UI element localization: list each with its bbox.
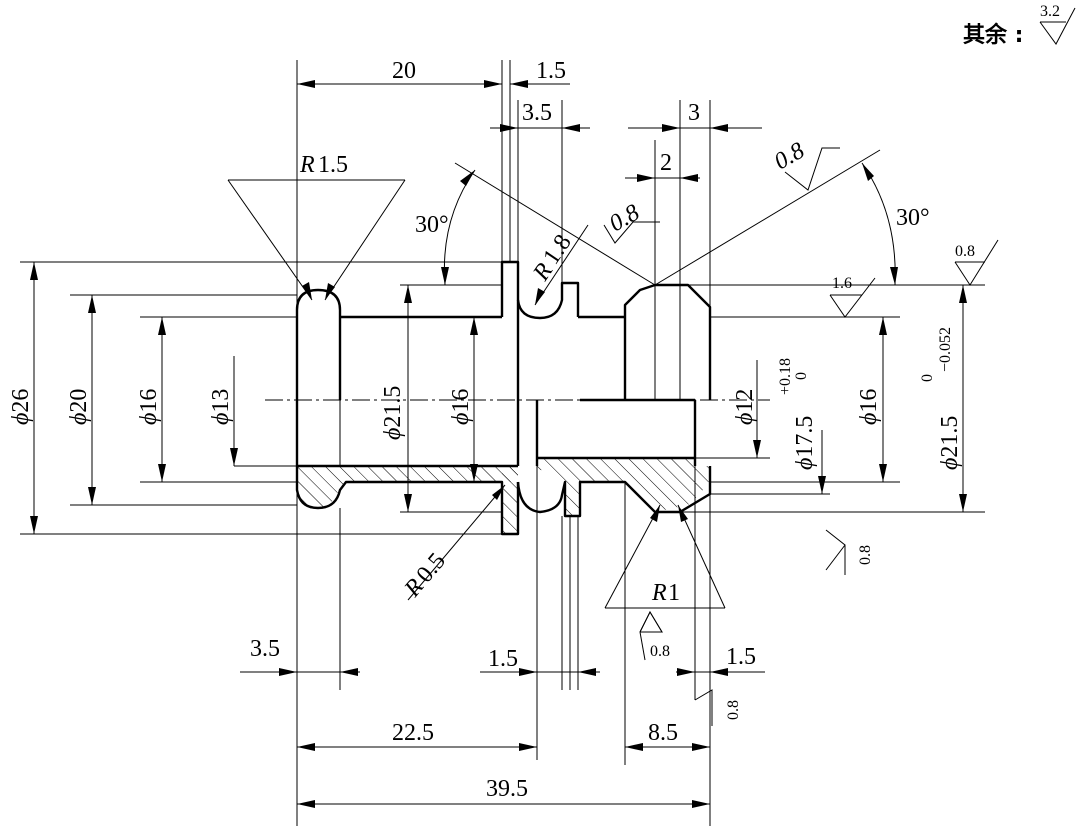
dim-dia-16-right-label: 16 bbox=[856, 389, 882, 413]
svg-text:ϕ21.5: ϕ21.5 bbox=[380, 386, 406, 440]
angle-right: 30° bbox=[654, 149, 930, 286]
dim-1-5-bottom-right-label: 1.5 bbox=[726, 644, 756, 670]
svg-text:0.8: 0.8 bbox=[605, 200, 644, 238]
roughness-face-bottom-right: 0.8 bbox=[694, 689, 742, 726]
dim-3-5-bottom-label: 3.5 bbox=[250, 636, 280, 662]
dim-20: 20 bbox=[297, 58, 502, 88]
svg-text:ϕ26: ϕ26 bbox=[8, 389, 34, 425]
dim-dia-17-5-label: 17.5 bbox=[792, 416, 818, 458]
dim-dia-21-5-label: 21.5 bbox=[380, 386, 406, 428]
svg-text:R: R bbox=[651, 580, 667, 606]
svg-text:ϕ20: ϕ20 bbox=[66, 389, 92, 425]
svg-text:0.8: 0.8 bbox=[650, 643, 670, 660]
angle-left-label: 30° bbox=[415, 212, 449, 238]
general-roughness-symbol bbox=[1039, 7, 1076, 45]
dim-dia-21-5-upper-tol: 0 bbox=[919, 374, 936, 382]
svg-text:ϕ13: ϕ13 bbox=[208, 389, 234, 425]
dim-3-5-bottom: 3.5 bbox=[240, 636, 360, 676]
dim-2-label: 2 bbox=[660, 150, 672, 176]
svg-text:ϕ17.5: ϕ17.5 bbox=[792, 416, 818, 470]
radius-r1-8-label: 1.8 bbox=[538, 230, 576, 269]
radius-r1-label: 1 bbox=[668, 580, 680, 606]
svg-text:0.8: 0.8 bbox=[770, 138, 809, 176]
dim-dia-16-right: ϕ16 bbox=[856, 317, 887, 482]
svg-text:ϕ16: ϕ16 bbox=[448, 389, 474, 425]
svg-text:ϕ16: ϕ16 bbox=[856, 389, 882, 425]
radius-r1-5-label: 1.5 bbox=[318, 152, 348, 178]
dim-39-5: 39.5 bbox=[297, 776, 710, 808]
radius-r0-5: R 0.5 bbox=[399, 484, 506, 603]
svg-text:0.8: 0.8 bbox=[955, 243, 975, 260]
svg-text:1.6: 1.6 bbox=[832, 275, 852, 292]
general-roughness-value: 3.2 bbox=[1040, 3, 1060, 20]
dim-8-5-label: 8.5 bbox=[648, 720, 678, 746]
general-note-label: 其余 : bbox=[963, 22, 1023, 48]
dim-22-5: 22.5 bbox=[297, 720, 537, 751]
dim-dia-12-label: 12 bbox=[732, 389, 758, 413]
svg-text:ϕ12: ϕ12 bbox=[732, 389, 758, 425]
dim-dia-17-5: ϕ17.5 +0.18 0 bbox=[777, 358, 826, 494]
angle-right-label: 30° bbox=[896, 205, 930, 231]
dim-dia-16-mid-label: 16 bbox=[448, 389, 474, 413]
dim-22-5-label: 22.5 bbox=[392, 720, 434, 746]
svg-text:R: R bbox=[299, 152, 315, 178]
svg-text:ϕ21.5: ϕ21.5 bbox=[937, 416, 963, 470]
dim-dia-12: ϕ12 bbox=[732, 360, 761, 458]
dim-2: 2 bbox=[625, 150, 700, 182]
dim-3-5-top: 3.5 bbox=[490, 100, 590, 132]
dim-dia-21-5-tol-label: 21.5 bbox=[937, 416, 963, 458]
dim-dia-16-left: ϕ16 bbox=[136, 317, 166, 482]
dim-dia-16-mid: ϕ16 bbox=[448, 317, 478, 482]
roughness-groove-bottom: 0.8 bbox=[639, 610, 670, 661]
dim-dia-21-5-tol: ϕ21.5 0 −0.052 bbox=[919, 285, 967, 512]
roughness-face-1-6: 1.6 bbox=[829, 275, 876, 318]
dim-dia-17-5-upper-tol: +0.18 bbox=[777, 358, 794, 395]
dim-dia-20-label: 20 bbox=[66, 389, 92, 413]
angle-left: 30° bbox=[415, 162, 656, 286]
radius-r1: R 1 bbox=[604, 504, 726, 609]
dim-1-5-bottom-mid: 1.5 bbox=[480, 646, 600, 676]
dim-dia-13-label: 13 bbox=[208, 389, 234, 413]
dim-1-5-bottom-mid-label: 1.5 bbox=[488, 646, 518, 672]
dim-8-5: 8.5 bbox=[625, 720, 710, 751]
general-roughness-note: 其余 : 3.2 bbox=[963, 3, 1076, 48]
dim-dia-17-5-lower-tol: 0 bbox=[793, 372, 810, 380]
dim-dia-13: ϕ13 bbox=[208, 356, 297, 467]
svg-text:ϕ16: ϕ16 bbox=[136, 389, 162, 425]
part-outline bbox=[295, 260, 712, 536]
extension-lines bbox=[20, 60, 985, 826]
roughness-groove-top: 0.8 bbox=[603, 200, 660, 244]
dim-dia-21-5-lower-tol: −0.052 bbox=[937, 327, 954, 372]
dim-1-5-bottom-right: 1.5 bbox=[676, 644, 765, 676]
dim-3-5-top-label: 3.5 bbox=[522, 100, 552, 126]
dim-3-top: 3 bbox=[628, 100, 762, 132]
section-hatching bbox=[297, 458, 710, 534]
dim-20-label: 20 bbox=[392, 58, 416, 84]
radius-r1-5: R 1.5 bbox=[227, 152, 406, 301]
roughness-bore: 0.8 bbox=[825, 529, 874, 575]
dim-1-5-top: 1.5 bbox=[510, 58, 570, 88]
dim-dia-21-5: ϕ21.5 bbox=[380, 285, 412, 512]
dim-dia-16-left-label: 16 bbox=[136, 389, 162, 413]
roughness-outer: 0.8 bbox=[954, 239, 999, 286]
dim-3-top-label: 3 bbox=[688, 100, 700, 126]
svg-text:0.8: 0.8 bbox=[725, 700, 742, 720]
dim-1-5-top-label: 1.5 bbox=[536, 58, 566, 84]
svg-text:0.8: 0.8 bbox=[857, 545, 874, 565]
dim-dia-26-label: 26 bbox=[8, 389, 34, 413]
dim-39-5-label: 39.5 bbox=[486, 776, 528, 802]
roughness-taper: 0.8 bbox=[770, 138, 840, 191]
dim-dia-20: ϕ20 bbox=[66, 295, 96, 505]
dim-dia-26: ϕ26 bbox=[8, 262, 38, 534]
